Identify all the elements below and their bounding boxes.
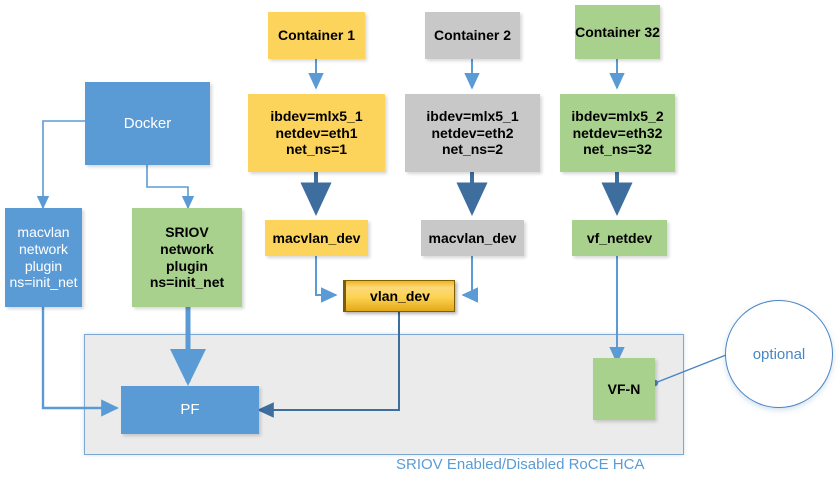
container-2-title: Container 2 (433, 27, 511, 44)
docker-label: Docker (123, 114, 172, 132)
container-32-netinfo-box[interactable]: ibdev=mlx5_2 netdev=eth32 net_ns=32 (560, 94, 675, 172)
macvlan-network-plugin-box[interactable]: macvlan network plugin ns=init_net (5, 208, 82, 307)
container-1-box[interactable]: Container 1 (268, 12, 365, 59)
container-1-netinfo-box[interactable]: ibdev=mlx5_1 netdev=eth1 net_ns=1 (248, 94, 385, 172)
container-2-netns: net_ns=2 (441, 141, 504, 158)
sriov-plugin-line2: network (160, 240, 214, 257)
vf-netdev-label: vf_netdev (586, 229, 653, 246)
pf-label: PF (180, 401, 200, 419)
vf-n-box[interactable]: VF-N (593, 358, 655, 420)
container-2-ibdev: ibdev=mlx5_1 (426, 108, 519, 125)
macvlan-plugin-line4: ns=init_net (9, 274, 78, 291)
link-docker-to-macvlan-plugin (36, 120, 85, 210)
container-32-box[interactable]: Container 32 (575, 5, 660, 59)
vf-netdev-box[interactable]: vf_netdev (572, 220, 667, 256)
optional-callout-circle[interactable]: optional (725, 300, 833, 408)
macvlan-dev-1-label: macvlan_dev (272, 229, 361, 246)
vlan-dev-box[interactable]: vlan_dev (343, 280, 455, 312)
link-macvlandev2-to-vlandev (461, 256, 479, 303)
container-1-title: Container 1 (277, 27, 355, 44)
container-32-ibdev: ibdev=mlx5_2 (571, 108, 664, 125)
link-docker-to-sriov-plugin (146, 165, 195, 210)
macvlan-plugin-line2: network (18, 240, 69, 257)
container-1-netns: net_ns=1 (285, 141, 348, 158)
sriov-plugin-line1: SRIOV (165, 224, 209, 241)
sriov-network-plugin-box[interactable]: SRIOV network plugin ns=init_net (132, 208, 242, 307)
vlan-dev-label: vlan_dev (370, 287, 430, 304)
link-vlandev-to-pf (257, 312, 400, 418)
container-2-netdev: netdev=eth2 (431, 124, 514, 141)
link-vfn-to-optional (654, 354, 727, 384)
sriov-plugin-line3: plugin (166, 257, 208, 274)
macvlan-plugin-line3: plugin (24, 257, 63, 274)
container-1-ibdev: ibdev=mlx5_1 (270, 108, 363, 125)
macvlan-dev-1-box[interactable]: macvlan_dev (265, 220, 368, 256)
container-2-netinfo-box[interactable]: ibdev=mlx5_1 netdev=eth2 net_ns=2 (405, 94, 540, 172)
vf-n-label: VF-N (607, 380, 641, 397)
link-macvlandev1-to-vlandev (315, 256, 338, 303)
container-32-title: Container 32 (575, 23, 660, 40)
container-32-netns: net_ns=32 (583, 141, 652, 158)
docker-box[interactable]: Docker (85, 82, 210, 165)
optional-callout-label: optional (752, 345, 806, 363)
container-2-box[interactable]: Container 2 (425, 12, 520, 59)
pf-box[interactable]: PF (121, 386, 259, 434)
container-1-netdev: netdev=eth1 (275, 124, 358, 141)
container-32-netdev: netdev=eth32 (572, 124, 663, 141)
macvlan-dev-2-box[interactable]: macvlan_dev (421, 220, 524, 256)
sriov-plugin-line4: ns=init_net (149, 274, 225, 291)
hca-caption: SRIOV Enabled/Disabled RoCE HCA (396, 456, 645, 473)
macvlan-plugin-line1: macvlan (17, 224, 70, 241)
link-macvlan-plugin-to-pf (41, 307, 119, 417)
macvlan-dev-2-label: macvlan_dev (428, 229, 517, 246)
